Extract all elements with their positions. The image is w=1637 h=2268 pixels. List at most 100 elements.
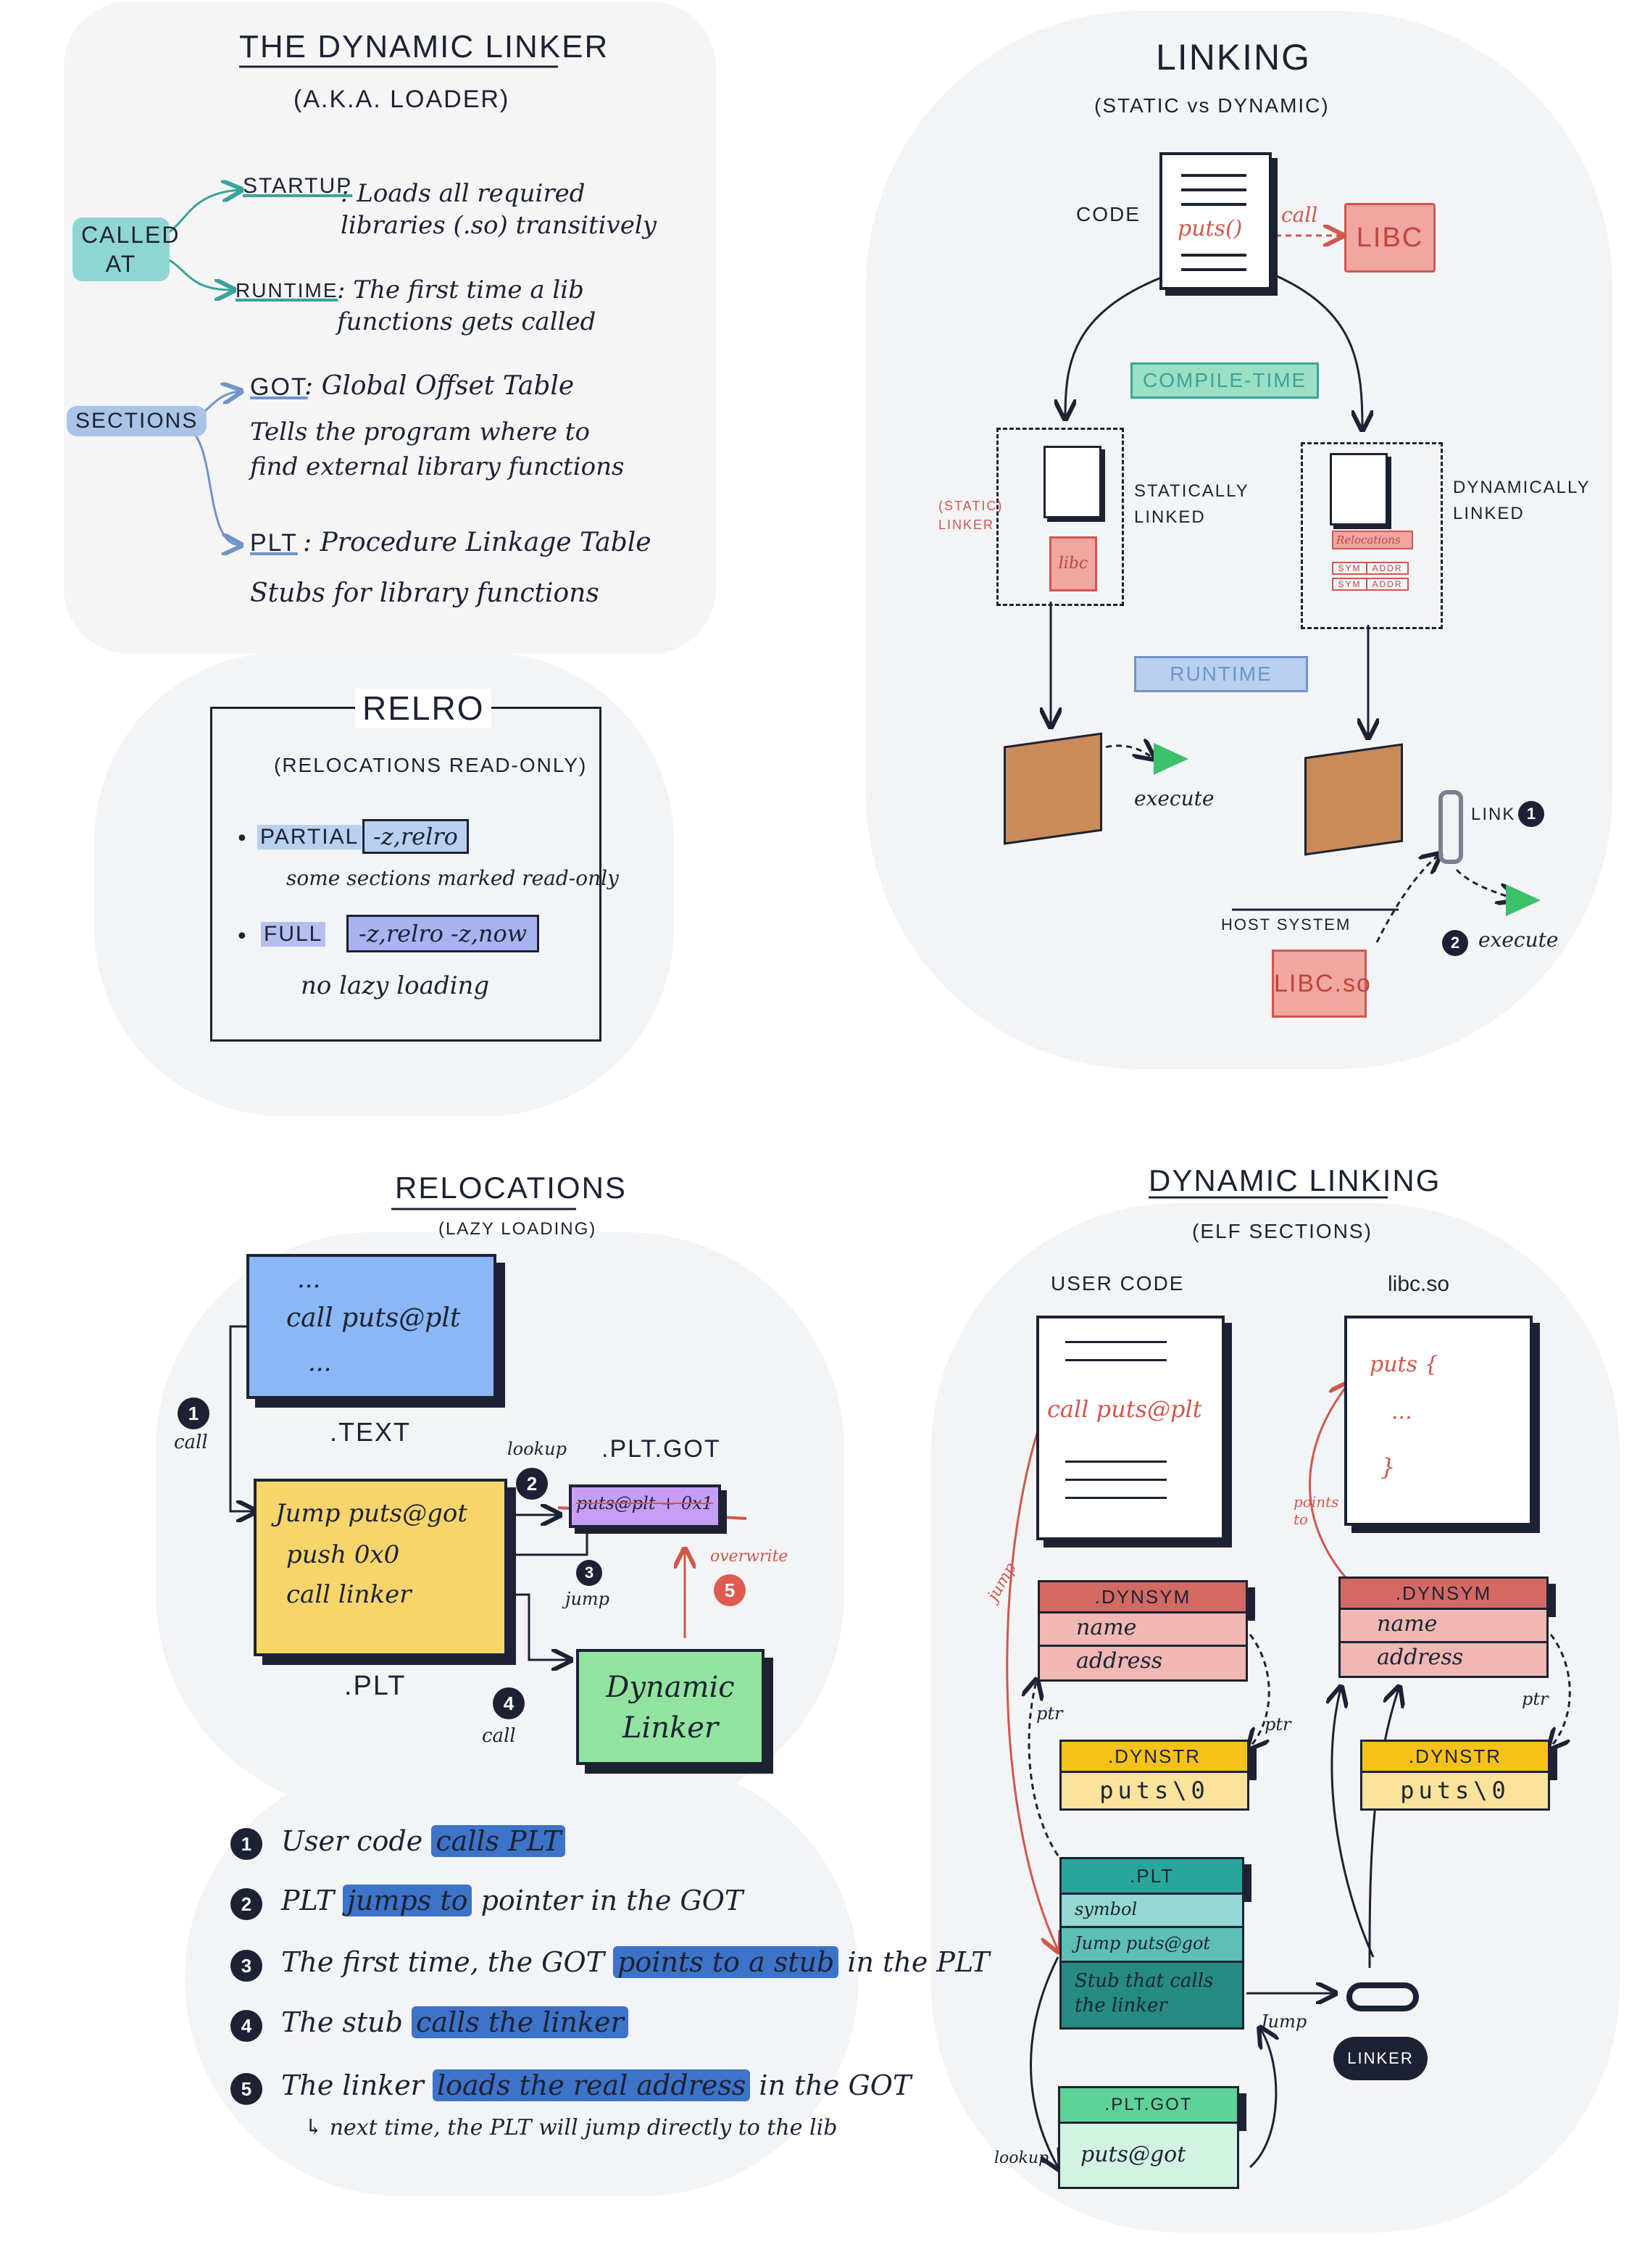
relro-subtitle: (RELOCATIONS READ-ONLY) [274,754,588,776]
code-lines-icon [1181,174,1246,177]
dynamic-linker-box [576,1649,765,1765]
bg-blob-loader [64,1,716,654]
lookup-label-dyn: lookup [994,2149,1049,2167]
dynamic-doc-icon [1330,453,1388,526]
text-section-box [246,1254,496,1399]
pltgot-box [569,1484,721,1528]
full-label: FULL [261,922,326,947]
libc-close: } [1380,1453,1396,1481]
dyn-pltgot-header: .PLT.GOT [1058,2086,1239,2124]
called-at-label: CALLED AT [72,217,179,281]
static-linked-frame [996,428,1124,606]
text-call-puts: call puts@plt [286,1303,461,1333]
dynamic-execute-icon [1506,884,1541,916]
user-dynsym-address: address [1038,1647,1248,1682]
jump-label-linker: Jump [1261,2011,1307,2032]
libc-dynsym-address: address [1338,1643,1549,1678]
overwrite-label: overwrite [710,1548,788,1566]
static-execute-icon [1154,743,1188,775]
libc-dynsym-header: .DYNSYM [1338,1577,1549,1610]
reloc-sym-2: SYM [1332,578,1367,591]
call-label-1: call [174,1432,208,1453]
dynamic-linker-label: Dynamic Linker [606,1671,735,1745]
partial-note: some sections marked read-only [286,866,619,890]
step-2-badge: 2 [230,1888,262,1920]
lookup-label: lookup [507,1439,567,1459]
step-3-badge: 3 [230,1950,262,1982]
libc-dynsym-name: name [1338,1610,1549,1643]
call-label-4: call [482,1725,516,1747]
dynamic-linked-frame [1301,442,1443,629]
text-dots-2: ... [308,1348,332,1377]
linker-badge: LINKER [1333,2037,1428,2080]
statically-linked-label: STATICALLY LINKED [1134,481,1249,527]
user-code-call: call puts@plt [1047,1395,1202,1423]
relocations-tag: Relocations [1332,531,1413,549]
bullet-full: • [236,924,249,950]
pltgot-value: puts@plt + 0x1 [576,1493,713,1513]
reloc-addr-2: ADDR [1366,578,1409,591]
dyn-plt-stub: Stub that calls the linker [1059,1963,1244,2030]
pltgot-label: .PLT.GOT [601,1435,721,1463]
dynamically-linked-label: DYNAMICALLY LINKED [1453,478,1591,523]
user-dynsym-name: name [1038,1613,1248,1647]
user-code-label: USER CODE [1051,1272,1185,1295]
text-section-label: .TEXT [330,1417,412,1447]
relocations-step-5-badge: 5 [714,1574,746,1606]
plt-label: PLT [250,529,298,557]
link-step-badge: 1 [1518,801,1544,827]
ptr-label-3: ptr [1522,1689,1549,1709]
step-4-badge: 4 [230,2010,262,2042]
relocations-step-4-badge: 4 [493,1687,525,1719]
user-dynstr-header: .DYNSTR [1059,1740,1249,1773]
puts-call-text: puts() [1178,216,1243,241]
relocations-subtitle: (LAZY LOADING) [438,1219,597,1239]
step-5-text: The linker loads the real address in the… [281,2069,912,2101]
got-description: : Global Offset Table [304,371,575,401]
user-code-lines-icon [1065,1341,1167,1343]
plt-jump-puts-got: Jump puts@got [275,1499,468,1528]
relocations-step-3-badge: 3 [576,1560,602,1586]
startup-label: STARTUP [243,174,353,198]
sections-label: SECTIONS [67,406,207,436]
full-note: no lazy loading [301,971,490,1000]
relro-title: RELRO [355,689,492,728]
jump-label: jump [565,1589,610,1609]
dyn-plt-jump: Jump puts@got [1059,1928,1244,1963]
libc-dots: ... [1391,1399,1412,1424]
static-execute-label: execute [1134,786,1215,810]
dynamic-execute-label: execute [1478,928,1559,952]
execute-step-badge: 2 [1442,930,1468,956]
bullet-partial: • [236,826,249,852]
reloc-addr-1: ADDR [1366,562,1409,575]
runtime-description: : The first time a lib functions gets ca… [337,275,596,336]
user-dynstr-value: puts\0 [1059,1773,1249,1811]
host-system-label: HOST SYSTEM [1221,915,1351,934]
plt-section-label: .PLT [344,1671,407,1701]
dynamic-box-icon [1304,743,1403,856]
link-label: LINK [1471,805,1516,824]
loader-title: THE DYNAMIC LINKER [239,29,609,65]
chain-link-icon [1438,790,1463,864]
static-doc-icon [1044,446,1101,518]
plt-call-linker: call linker [286,1580,412,1609]
dynlink-title: DYNAMIC LINKING [1149,1163,1441,1197]
partial-flag: -z,relro [362,819,469,854]
user-code-document [1036,1316,1225,1540]
libc-so-folder: LIBC.so [1272,950,1370,1018]
compile-time-badge: COMPILE-TIME [1130,362,1320,399]
dynlink-subtitle: (ELF SECTIONS) [1192,1220,1373,1242]
code-label: CODE [1076,203,1141,225]
plt-detail: Stubs for library functions [250,578,599,608]
got-detail: Tells the program where to find external… [250,418,625,481]
libc-folder: LIBC [1344,203,1436,273]
step-1-text: User code calls PLT [281,1825,566,1857]
ptr-label-1: ptr [1036,1703,1063,1724]
step-4-text: The stub calls the linker [281,2006,628,2038]
dyn-pltgot-value: puts@got [1058,2124,1239,2189]
static-linker-label: (STATIC) LINKER [938,499,1004,532]
text-dots-1: ... [297,1265,321,1294]
runtime-label: RUNTIME [236,279,338,302]
loader-subtitle: (A.K.A. LOADER) [293,86,510,113]
